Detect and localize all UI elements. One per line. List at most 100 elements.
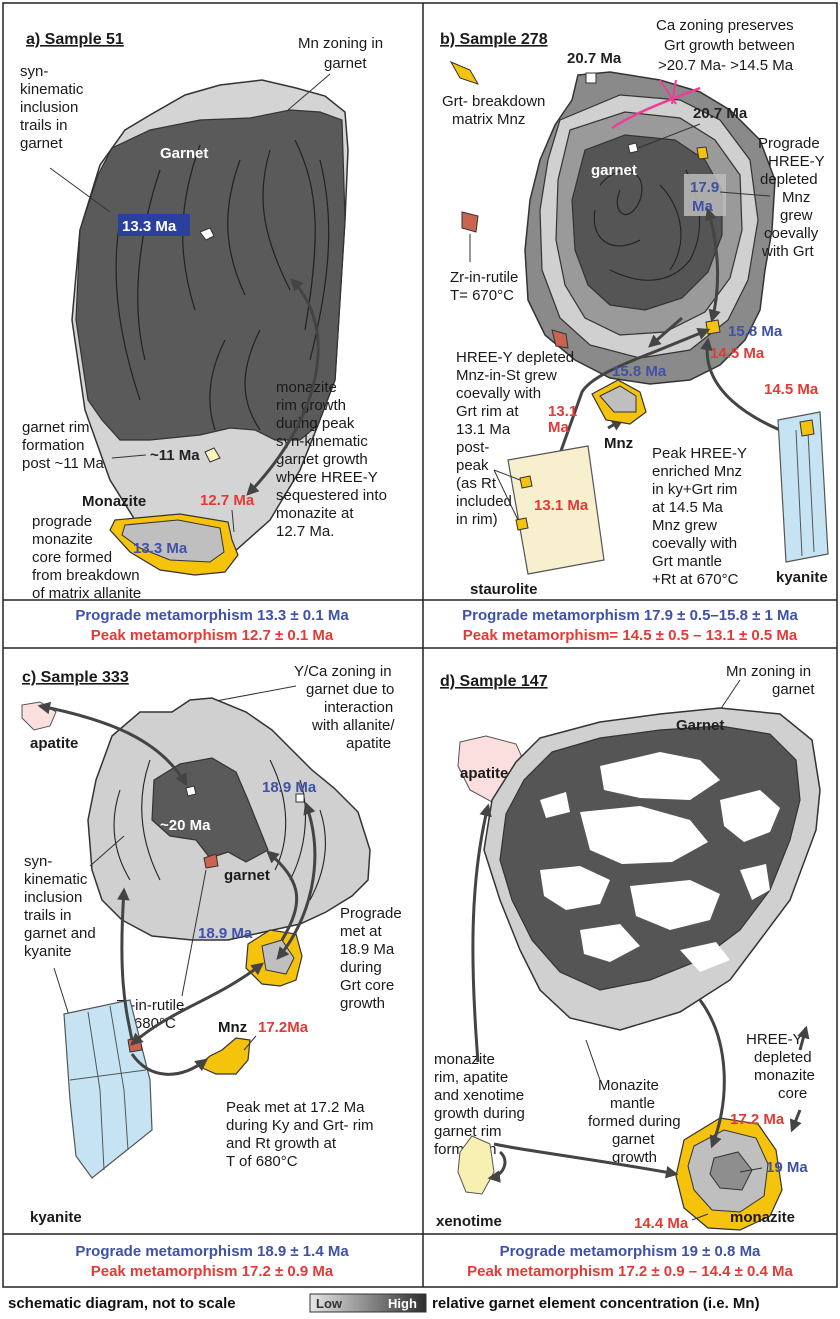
- hree-d-line: core: [778, 1085, 807, 1102]
- kyanite-label-c: kyanite: [30, 1209, 82, 1226]
- inclusion-c1: [186, 786, 196, 796]
- hree-depleted-line: in rim): [456, 511, 498, 528]
- summary-peak-a: Peak metamorphism 12.7 ± 0.1 Ma: [91, 627, 334, 644]
- prograde-b-line: coevally: [764, 225, 819, 242]
- ca-zoning-line: >20.7 Ma- >14.5 Ma: [658, 57, 794, 74]
- monazite-label-d: monazite: [730, 1209, 795, 1226]
- prograde-c-line: Prograde: [340, 905, 402, 922]
- inclusion-c-line: kyanite: [24, 943, 72, 960]
- rim-d-line: growth during: [434, 1105, 525, 1122]
- hree-depleted-line: (as Rt: [456, 475, 497, 492]
- age-131-st-b: 13.1 Ma: [534, 497, 589, 514]
- age-179-b: 17.9: [690, 179, 719, 196]
- inclusion-a-line: syn-: [20, 63, 48, 80]
- summary-prograde-b: Prograde metamorphism 17.9 ± 0.5–15.8 ± …: [462, 607, 798, 624]
- age-19-d: 19 Ma: [766, 1159, 808, 1176]
- rim-growth-a-line: during peak: [276, 415, 355, 432]
- peak-b-line: Peak HREE-Y: [652, 445, 747, 462]
- grt-breakdown-b: Grt- breakdown matrix Mnz: [442, 93, 545, 128]
- rim-a-line: garnet rim: [22, 419, 90, 436]
- peak-c-line: T of 680°C: [226, 1153, 298, 1170]
- apatite-label-d: apatite: [460, 765, 508, 782]
- zr-b-line: Zr-in-rutile: [450, 269, 518, 286]
- footer-relative: relative garnet element concentration (i…: [432, 1295, 760, 1312]
- mantle-d-line: garnet: [612, 1131, 655, 1148]
- mantle-d-line: formed during: [588, 1113, 681, 1130]
- prograde-b-line: Mnz: [782, 189, 810, 206]
- mantle-d-line: mantle: [610, 1095, 655, 1112]
- summary-prograde-c: Prograde metamorphism 18.9 ± 1.4 Ma: [75, 1243, 349, 1260]
- inclusion-207-mid: [628, 143, 638, 153]
- yca-line: with allanite/: [311, 717, 395, 734]
- rim-growth-a-line: sequestered into: [276, 487, 387, 504]
- peak-b-line: enriched Mnz: [652, 463, 742, 480]
- mnz-in-ky: [800, 420, 814, 436]
- age-core-a: 13.3 Ma: [122, 218, 177, 235]
- prograde-a-line: from breakdown: [32, 567, 140, 584]
- inclusion-c-line: kinematic: [24, 871, 88, 888]
- inclusion-label-c: syn- kinematic inclusion trails in garne…: [24, 853, 96, 960]
- age-189-top-c: 18.9 Ma: [262, 779, 317, 796]
- peak-label-c: Peak met at 17.2 Ma during Ky and Grt- r…: [226, 1099, 374, 1170]
- panel-d-title: d) Sample 147: [440, 673, 548, 690]
- rim-growth-a-line: garnet growth: [276, 451, 368, 468]
- inclusion-c-line: trails in: [24, 907, 72, 924]
- peak-b-line: Grt mantle: [652, 553, 722, 570]
- prograde-a-line: monazite: [32, 531, 93, 548]
- inclusion-a-line: garnet: [20, 135, 63, 152]
- rim-growth-a-line: monazite: [276, 379, 337, 396]
- mn-zoning-a-line: garnet: [324, 55, 367, 72]
- inclusion-a-line: kinematic: [20, 81, 84, 98]
- peak-b-line: coevally with: [652, 535, 737, 552]
- prograde-b-line: with Grt: [761, 243, 815, 260]
- peak-c-line: and Rt growth at: [226, 1135, 337, 1152]
- prograde-b-line: Prograde: [758, 135, 820, 152]
- rim-a-line: post ~11 Ma: [22, 455, 105, 472]
- age-145-ky-b: 14.5 Ma: [764, 381, 819, 398]
- prograde-b-line: depleted: [760, 171, 818, 188]
- prograde-c-line: met at: [340, 923, 383, 940]
- age-20-c: ~20 Ma: [160, 817, 211, 834]
- panel-b: b) Sample 278 20.7 Ma Ca zoning preserve…: [440, 17, 828, 644]
- garnet-label-c: garnet: [224, 867, 270, 884]
- inclusion-a-line: inclusion: [20, 99, 78, 116]
- panel-a-title: a) Sample 51: [26, 31, 124, 48]
- grt-breakdown-line: matrix Mnz: [452, 111, 525, 128]
- panel-d: d) Sample 147 Mn zoning in garnet apatit…: [434, 663, 820, 1280]
- summary-peak-d: Peak metamorphism 17.2 ± 0.9 – 14.4 ± 0.…: [467, 1263, 793, 1280]
- summary-prograde-d: Prograde metamorphism 19 ± 0.8 Ma: [500, 1243, 761, 1260]
- monazite-label-a: Monazite: [82, 493, 146, 510]
- age-189-mnz-c: 18.9 Ma: [198, 925, 253, 942]
- prograde-c-line: 18.9 Ma: [340, 941, 395, 958]
- rim-d-line: garnet rim: [434, 1123, 502, 1140]
- hree-depleted-line: included: [456, 493, 512, 510]
- age-mnz-core-a: 13.3 Ma: [133, 540, 188, 557]
- age-158-right-b: 15.8 Ma: [728, 323, 783, 340]
- hree-depleted-line: peak: [456, 457, 489, 474]
- mn-zoning-a: Mn zoning in garnet: [298, 35, 383, 72]
- inclusion-c-line: syn-: [24, 853, 52, 870]
- prograde-c-line: Grt core: [340, 977, 394, 994]
- mn-zoning-d-line: Mn zoning in: [726, 663, 811, 680]
- prograde-a-line: core formed: [32, 549, 112, 566]
- age-207-top-b: 20.7 Ma: [567, 50, 622, 67]
- summary-peak-b: Peak metamorphism= 14.5 ± 0.5 – 13.1 ± 0…: [463, 627, 798, 644]
- inclusion-c-line: inclusion: [24, 889, 82, 906]
- apatite-c: [22, 702, 56, 730]
- xenotime-label-d: xenotime: [436, 1213, 502, 1230]
- arrow-d6: [792, 1110, 800, 1130]
- leader-line: [586, 1040, 600, 1080]
- yca-line: Y/Ca zoning in: [294, 663, 392, 680]
- panel-c-title: c) Sample 333: [22, 669, 129, 686]
- age-11-a: ~11 Ma: [150, 447, 200, 464]
- ca-zoning-line: Ca zoning preserves: [656, 17, 794, 34]
- prograde-a-line: of matrix allanite: [32, 585, 141, 602]
- rim-a-line: formation: [22, 437, 85, 454]
- mnz-label-b: Mnz: [604, 435, 633, 452]
- mnz-grain-c2: [198, 1038, 250, 1074]
- prograde-c-line: during: [340, 959, 382, 976]
- rim-growth-a-line: where HREE-Y: [275, 469, 378, 486]
- garnet-label-d: Garnet: [676, 717, 724, 734]
- rim-d-line: rim, apatite: [434, 1069, 508, 1086]
- ca-zoning-line: Grt growth between: [664, 37, 795, 54]
